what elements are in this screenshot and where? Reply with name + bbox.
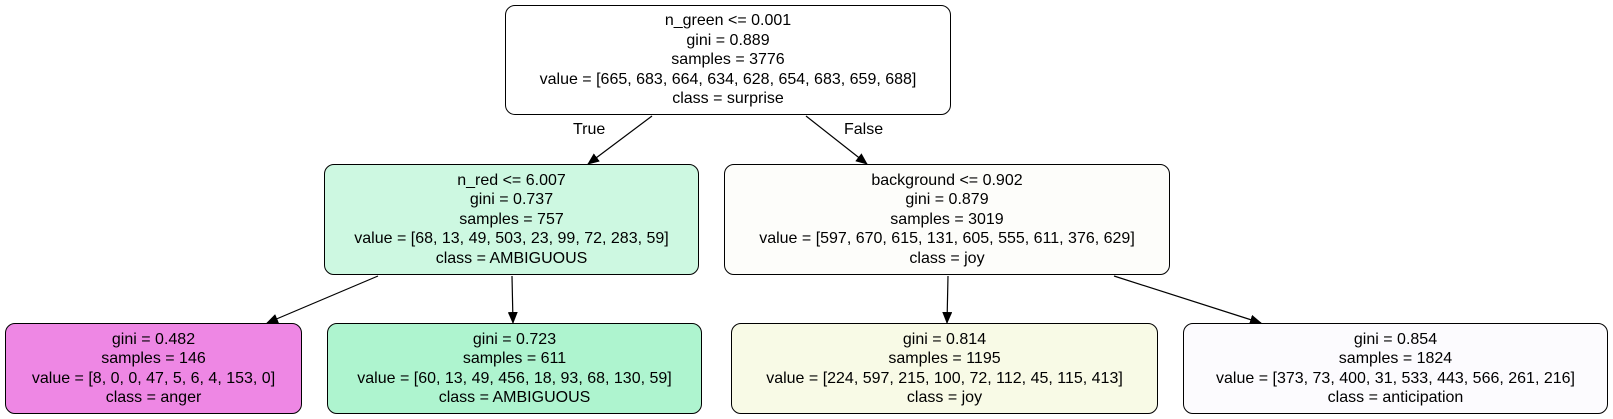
node-class: class = AMBIGUOUS bbox=[438, 389, 591, 406]
node-value: value = [224, 597, 215, 100, 72, 112, 45… bbox=[766, 369, 1123, 387]
node-samples: samples = 611 bbox=[462, 350, 567, 367]
tree-node-root: n_green <= 0.001 gini = 0.889 samples = … bbox=[505, 5, 951, 115]
node-samples: samples = 1195 bbox=[888, 350, 1001, 367]
node-gini: gini = 0.854 bbox=[1353, 330, 1438, 348]
node-class: class = joy bbox=[909, 249, 985, 267]
node-split-rule: n_red <= 6.007 bbox=[457, 171, 566, 189]
node-class: class = AMBIGUOUS bbox=[435, 249, 588, 267]
node-value: value = [665, 683, 664, 634, 628, 654, 6… bbox=[539, 70, 917, 88]
node-class: class = anticipation bbox=[1327, 389, 1464, 406]
tree-leaf-anger: gini = 0.482 samples = 146 value = [8, 0… bbox=[5, 323, 302, 414]
edge-right-to-rr bbox=[1113, 275, 1262, 325]
edge-left-to-ll bbox=[266, 275, 379, 324]
tree-node-left: n_red <= 6.007 gini = 0.737 samples = 75… bbox=[324, 164, 699, 275]
node-gini: gini = 0.879 bbox=[905, 191, 989, 209]
node-gini: gini = 0.723 bbox=[472, 330, 557, 348]
node-samples: samples = 146 bbox=[101, 350, 206, 367]
edge-left-to-lr bbox=[507, 275, 518, 324]
edge-root-to-right bbox=[805, 115, 868, 165]
node-split-rule: n_green <= 0.001 bbox=[664, 12, 792, 30]
node-gini: gini = 0.482 bbox=[111, 330, 196, 348]
edge-label-true: True bbox=[573, 121, 606, 138]
node-value: value = [68, 13, 49, 503, 23, 99, 72, 28… bbox=[354, 230, 669, 248]
node-value: value = [60, 13, 49, 456, 18, 93, 68, 13… bbox=[357, 369, 672, 387]
node-class: class = joy bbox=[906, 389, 983, 406]
node-value: value = [373, 73, 400, 31, 533, 443, 566… bbox=[1216, 369, 1575, 387]
node-samples: samples = 3776 bbox=[671, 51, 785, 69]
node-value: value = [8, 0, 0, 47, 5, 6, 4, 153, 0] bbox=[31, 369, 276, 387]
tree-leaf-joy: gini = 0.814 samples = 1195 value = [224… bbox=[731, 323, 1158, 414]
node-samples: samples = 1824 bbox=[1338, 350, 1453, 367]
node-samples: samples = 757 bbox=[459, 210, 564, 228]
node-gini: gini = 0.814 bbox=[902, 330, 987, 348]
node-value: value = [597, 670, 615, 131, 605, 555, 6… bbox=[759, 230, 1135, 248]
edge-label-false: False bbox=[844, 121, 884, 138]
tree-leaf-ambiguous: gini = 0.723 samples = 611 value = [60, … bbox=[327, 323, 702, 414]
tree-leaf-anticipation: gini = 0.854 samples = 1824 value = [373… bbox=[1183, 323, 1608, 414]
node-class: class = anger bbox=[105, 389, 202, 406]
node-gini: gini = 0.889 bbox=[686, 31, 770, 49]
node-split-rule: background <= 0.902 bbox=[871, 171, 1023, 189]
node-gini: gini = 0.737 bbox=[469, 191, 554, 209]
edge-root-to-left bbox=[587, 115, 653, 165]
node-samples: samples = 3019 bbox=[890, 210, 1004, 228]
edge-right-to-rl bbox=[942, 275, 953, 324]
node-class: class = surprise bbox=[672, 90, 784, 108]
tree-node-right: background <= 0.902 gini = 0.879 samples… bbox=[724, 164, 1170, 275]
